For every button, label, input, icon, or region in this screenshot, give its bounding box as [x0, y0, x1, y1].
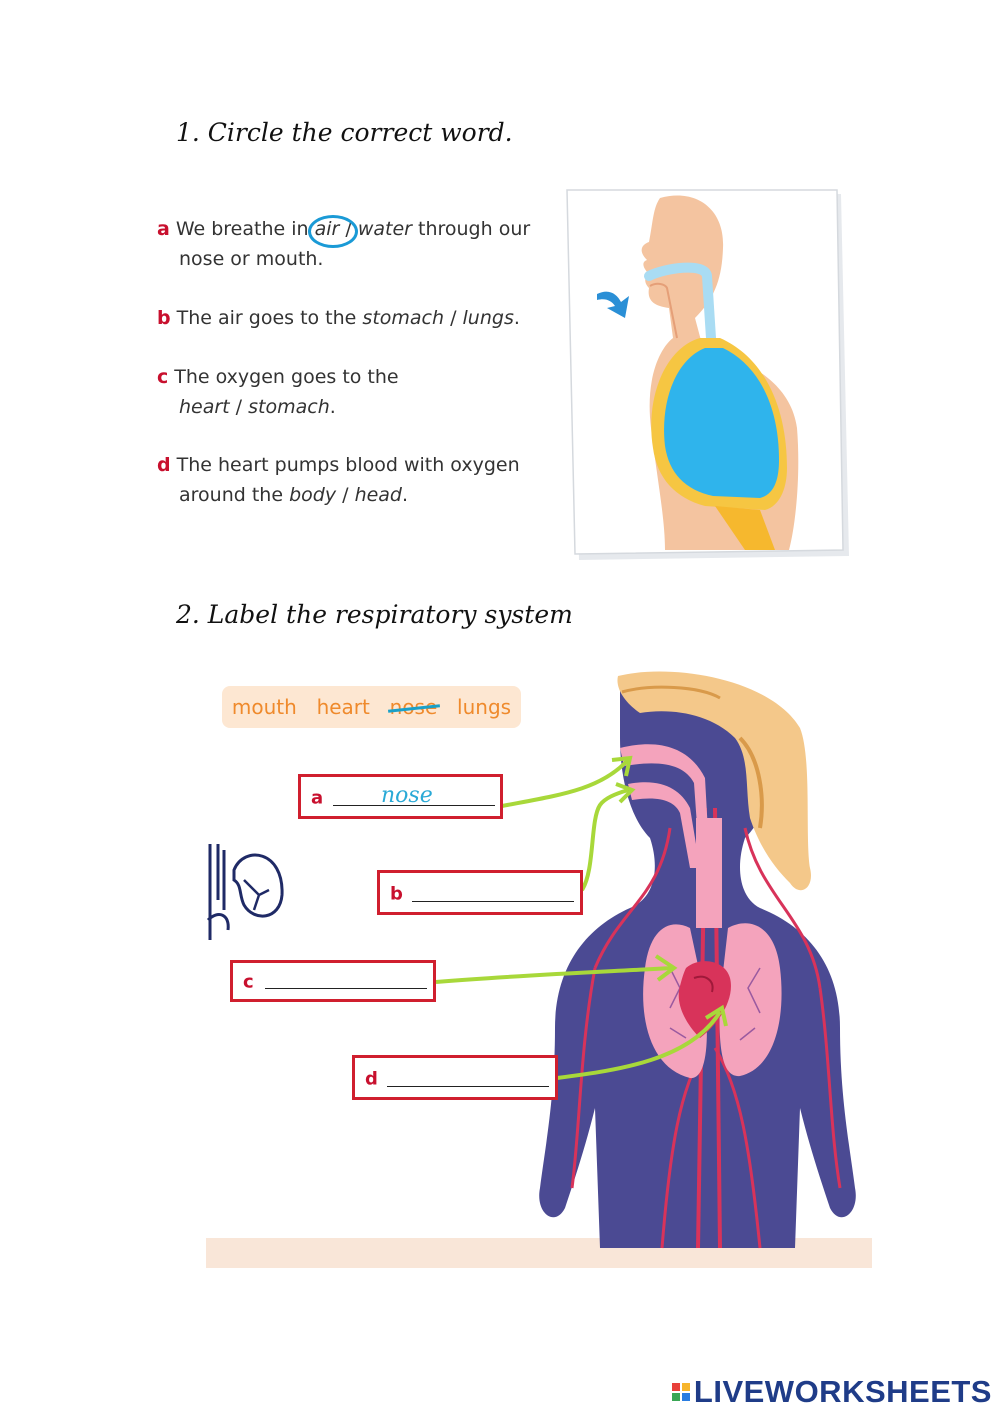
liveworksheets-logo[interactable]: LIVEWORKSHEETS: [671, 1374, 992, 1410]
question-text: The heart pumps blood with oxygen: [176, 454, 520, 476]
option-lungs[interactable]: lungs: [462, 307, 514, 329]
question-letter: d: [157, 454, 171, 476]
arrow-b: [580, 788, 629, 892]
arrow-head: [654, 954, 678, 982]
breathing-illustration: [566, 189, 849, 560]
label-box-c[interactable]: c: [230, 960, 436, 1002]
section-2-heading: 2. Label the respiratory system: [176, 600, 573, 629]
word-bank-item: mouth: [231, 695, 297, 719]
question-text: through our: [411, 218, 531, 240]
question-text: .: [329, 396, 336, 418]
question-text: .: [402, 484, 409, 506]
logo-grid-icon: [671, 1383, 690, 1401]
option-stomach[interactable]: stomach: [362, 307, 445, 329]
option-separator: /: [444, 307, 463, 329]
label-box-d[interactable]: d: [352, 1055, 558, 1100]
question-text: We breathe in: [175, 218, 315, 240]
option-body[interactable]: body: [289, 484, 337, 506]
label-letter: b: [390, 883, 403, 905]
question-text: The oxygen goes to the: [174, 366, 399, 388]
question-text: nose or mouth.: [179, 248, 324, 270]
option-head[interactable]: head: [354, 484, 402, 506]
question-text: around the: [179, 484, 290, 506]
logo-text: LIVEWORKSHEETS: [693, 1374, 992, 1409]
lung-sketch-icon: [206, 844, 284, 940]
answer-line: [265, 988, 427, 989]
answer-line: [387, 1086, 549, 1087]
label-box-b[interactable]: b: [377, 870, 583, 915]
section-1-heading: 1. Circle the correct word.: [176, 118, 513, 147]
word-bank-item: lungs: [457, 695, 512, 719]
arrow-c: [435, 966, 673, 984]
label-box-a[interactable]: a nose: [298, 774, 503, 819]
arrow-head: [615, 782, 636, 804]
arrow-d: [556, 1010, 722, 1080]
answer-text: nose: [381, 783, 433, 808]
answer-line: [333, 805, 495, 806]
option-heart[interactable]: heart: [179, 396, 230, 418]
arrow-head: [611, 755, 633, 777]
option-stomach[interactable]: stomach: [248, 396, 330, 418]
question-letter: b: [157, 307, 171, 329]
label-letter: d: [365, 1068, 378, 1090]
arrow-head: [704, 1004, 728, 1027]
label-letter: a: [311, 787, 324, 809]
word-bank: mouth heart nose lungs: [222, 686, 521, 728]
question-text: .: [513, 307, 520, 329]
label-letter: c: [243, 971, 254, 993]
question-letter: a: [157, 218, 170, 240]
question-text: The air goes to the: [176, 307, 363, 329]
answer-line: [412, 901, 574, 902]
option-water[interactable]: water: [357, 218, 412, 240]
option-air[interactable]: air: [307, 214, 358, 248]
answer-circle: [307, 215, 358, 248]
word-bank-item-used: nose: [389, 695, 438, 719]
option-separator: /: [336, 484, 355, 506]
question-letter: c: [157, 366, 169, 388]
option-separator: /: [229, 396, 249, 418]
arrow-a: [501, 758, 630, 808]
word-bank-item: heart: [316, 695, 370, 719]
circulatory-illustration: [206, 671, 872, 1268]
